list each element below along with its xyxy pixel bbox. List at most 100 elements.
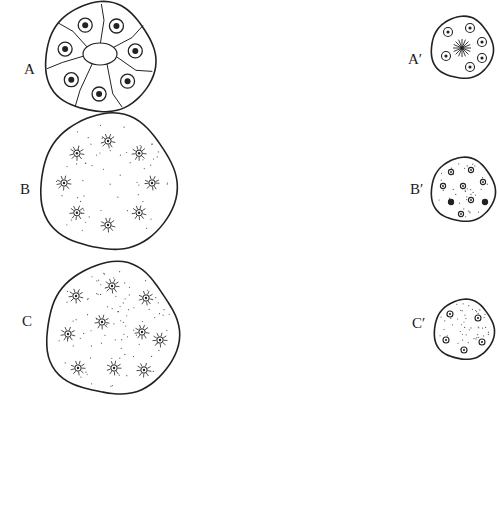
nucleus xyxy=(458,211,463,216)
stipple-dot xyxy=(152,143,153,144)
aster-ray xyxy=(101,222,104,224)
stipple-dot xyxy=(89,216,90,217)
aster-ray xyxy=(133,149,136,151)
figure-letter: A′ xyxy=(408,52,422,67)
stipple-dot xyxy=(467,165,468,166)
stipple-dot xyxy=(478,326,479,327)
aster-ray xyxy=(155,343,157,346)
aster-ray xyxy=(107,369,111,370)
aster-ray xyxy=(109,134,110,137)
aster-ray xyxy=(71,299,74,302)
nucleolus xyxy=(68,77,74,83)
aster-ray xyxy=(139,216,140,220)
nucleolus xyxy=(75,295,77,297)
aster-ray xyxy=(77,146,79,150)
nucleolus xyxy=(445,339,447,341)
nucleus xyxy=(99,319,105,325)
nucleus xyxy=(105,138,111,144)
stipple-dot xyxy=(482,327,483,328)
stipple-dot xyxy=(67,291,68,292)
stipple-dot xyxy=(124,354,125,355)
aster-ray xyxy=(116,371,118,374)
section-outline xyxy=(431,157,495,221)
stipple-dot xyxy=(77,131,78,132)
stipple-dot xyxy=(91,276,92,277)
cell-wall xyxy=(75,64,92,106)
figure-letter: C′ xyxy=(412,316,425,331)
aster-ray xyxy=(64,337,66,340)
nucleolus xyxy=(477,317,479,319)
stipple-dot xyxy=(470,194,471,195)
stipple-dot xyxy=(163,315,164,316)
stipple-dot xyxy=(167,184,168,185)
nucleolus xyxy=(113,367,115,369)
nucleus xyxy=(444,28,453,37)
stipple-dot xyxy=(441,173,442,174)
nucleolus xyxy=(470,199,472,201)
stipple-dot xyxy=(80,201,81,202)
nucleus xyxy=(443,337,449,343)
nucleolus xyxy=(132,48,138,54)
nucleolus xyxy=(76,152,78,154)
stipple-dot xyxy=(104,273,105,274)
stipple-dot xyxy=(121,348,122,349)
aster-ray xyxy=(160,344,161,348)
nucleolus xyxy=(481,341,483,343)
aster-ray xyxy=(140,146,141,150)
aster-ray xyxy=(73,371,75,374)
aster-ray xyxy=(118,368,122,369)
stipple-dot xyxy=(117,197,118,198)
stipple-dot xyxy=(124,127,125,128)
nucleolus xyxy=(462,185,464,187)
aster-ray xyxy=(78,372,80,376)
stipple-dot xyxy=(100,294,101,295)
stipple-dot xyxy=(126,315,127,316)
aster-ray xyxy=(105,318,108,320)
aster-ray xyxy=(96,318,99,320)
aster-ray xyxy=(454,48,462,51)
nucleus xyxy=(157,337,163,343)
stipple-dot xyxy=(157,156,158,157)
section-outline xyxy=(41,113,178,250)
stipple-dot xyxy=(472,309,473,310)
aster-ray xyxy=(459,40,462,48)
aster-ray xyxy=(76,157,77,161)
stipple-dot xyxy=(462,339,463,340)
stipple-dot xyxy=(101,343,102,344)
nucleolus xyxy=(62,46,68,52)
aster-ray xyxy=(143,153,147,154)
nucleus xyxy=(58,42,72,56)
stipple-dot xyxy=(100,284,101,285)
stipple-dot xyxy=(73,345,74,346)
stipple-dot xyxy=(124,282,125,283)
stipple-dot xyxy=(92,165,93,166)
stipple-dot xyxy=(112,308,113,309)
stipple-dot xyxy=(487,184,488,185)
aster-ray xyxy=(72,216,74,219)
stipple-dot xyxy=(142,321,143,322)
aster-ray xyxy=(79,292,82,294)
aster-ray xyxy=(78,206,79,209)
aster-ray xyxy=(140,205,142,209)
stipple-dot xyxy=(464,327,465,328)
stipple-dot xyxy=(56,181,57,182)
stipple-dot xyxy=(158,302,159,303)
aster-ray xyxy=(101,225,105,226)
aster-ray xyxy=(145,183,149,184)
nucleus xyxy=(482,199,487,204)
nucleolus xyxy=(111,285,113,287)
stipple-dot xyxy=(83,195,84,196)
aster-ray xyxy=(142,149,145,151)
stipple-dot xyxy=(87,374,88,375)
lumen xyxy=(83,43,117,65)
stipple-dot xyxy=(100,210,101,211)
stipple-dot xyxy=(439,199,440,200)
stipple-dot xyxy=(459,203,460,204)
aster-ray xyxy=(150,298,154,300)
stipple-dot xyxy=(115,339,116,340)
stipple-dot xyxy=(83,333,84,334)
nucleus xyxy=(105,222,111,228)
aster-ray xyxy=(144,335,146,338)
aster-ray xyxy=(137,146,138,150)
nucleolus xyxy=(480,40,483,43)
